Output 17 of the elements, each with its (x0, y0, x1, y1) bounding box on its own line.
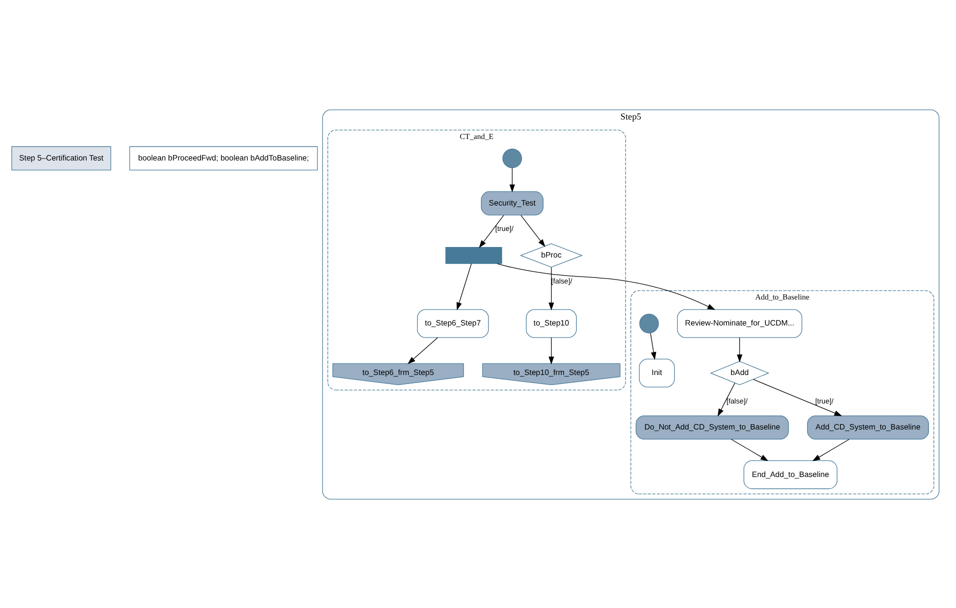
arrow (718, 382, 736, 416)
arrow (520, 214, 546, 247)
arrow (650, 332, 656, 360)
arrow (478, 214, 504, 248)
node-circle (502, 148, 522, 168)
arrow (509, 167, 515, 192)
arrow (456, 262, 472, 310)
node-circle (639, 313, 659, 333)
arrow (736, 336, 742, 362)
node-bar (445, 246, 502, 264)
arrow (548, 336, 554, 364)
arrow (496, 262, 716, 310)
arrow (730, 438, 768, 461)
arrow (548, 266, 554, 310)
arrow (408, 336, 438, 364)
arrow (812, 438, 850, 461)
arrow (753, 378, 842, 416)
